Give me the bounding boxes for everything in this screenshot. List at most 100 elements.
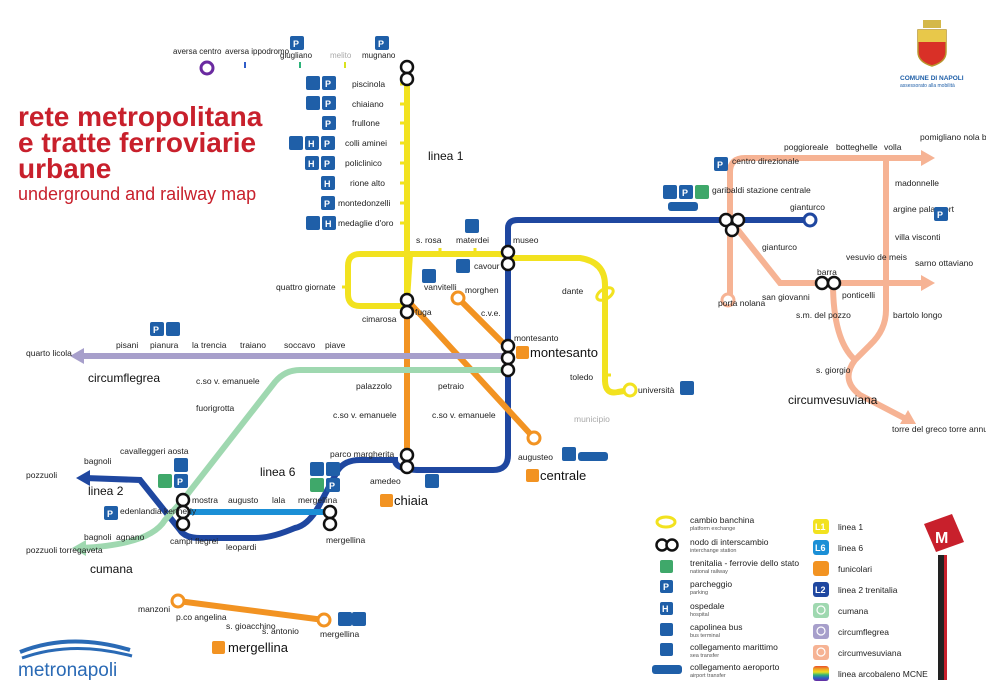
label-amedeo: amedeo — [370, 476, 401, 486]
label-torre: torre del greco torre annunziata pompei … — [892, 424, 986, 434]
label-gianturco-cv: gianturco — [762, 242, 797, 252]
label-quattro-giornate: quattro giornate — [276, 282, 336, 292]
parking-icon — [322, 76, 336, 90]
circumvesuviana-badge — [813, 645, 829, 660]
station-universita[interactable] — [622, 382, 638, 398]
cumana-badge — [813, 603, 829, 618]
logo-text: metronapoli — [18, 660, 117, 681]
station-labels: aversa centro aversa ippodromo giugliano… — [26, 47, 986, 655]
parking-icon — [322, 96, 336, 110]
label-policlinico: policlinico — [345, 158, 382, 168]
svg-text:P: P — [324, 159, 330, 169]
parking-icon — [104, 506, 118, 520]
label-fuga: fuga — [415, 307, 432, 317]
svg-text:ospedale: ospedale — [690, 601, 725, 611]
label-bagnoli2: bagnoli — [84, 532, 112, 542]
label-mergellina-funicolare: mergellina — [228, 640, 289, 655]
hospital-icon — [305, 156, 319, 170]
title-line-1: rete metropolitana — [18, 101, 263, 132]
mcne-badge — [813, 666, 829, 681]
label-cavour: cavour — [474, 261, 500, 271]
ship-icon — [352, 612, 366, 626]
bus-icon — [465, 219, 479, 233]
label-cavalleggeri: cavalleggeri aosta — [120, 446, 189, 456]
parking-icon — [375, 36, 389, 50]
label-universita: università — [638, 385, 675, 395]
station-aversa-centro[interactable] — [199, 60, 215, 76]
label-mugnano: mugnano — [362, 51, 396, 60]
svg-text:hospital: hospital — [690, 612, 709, 618]
railway-icon — [695, 185, 709, 199]
label-augusto: augusto — [228, 495, 259, 505]
linea1-badge — [813, 519, 829, 534]
svg-text:circumflegrea: circumflegrea — [838, 627, 889, 637]
label-pisani: pisani — [116, 340, 138, 350]
alibus-icon — [668, 202, 698, 211]
parking-icon — [322, 116, 336, 130]
svg-text:L6: L6 — [815, 543, 826, 553]
hospital-icon — [322, 216, 336, 230]
bus-icon — [289, 136, 303, 150]
svg-text:P: P — [177, 477, 183, 487]
parking-icon — [321, 196, 335, 210]
label-cumana: cumana — [90, 562, 133, 576]
label-pozzuoli: pozzuoli — [26, 470, 57, 480]
label-dante: dante — [562, 286, 584, 296]
railway-icon — [660, 560, 673, 573]
label-fuorigrotta: fuorigrotta — [196, 403, 235, 413]
line-2-arrow — [76, 470, 90, 486]
svg-text:linea arcobaleno MCNE: linea arcobaleno MCNE — [838, 669, 928, 679]
station-manzoni[interactable] — [170, 593, 186, 609]
label-s-rosa: s. rosa — [416, 235, 442, 245]
cumana-arrow — [72, 540, 86, 556]
label-soccavo: soccavo — [284, 340, 315, 350]
funicular-mergellina — [177, 598, 325, 623]
label-s-gioacchino: s. gioacchino — [226, 621, 276, 631]
cv-arrow-baiano — [921, 150, 935, 166]
label-circumflegrea: circumflegrea — [88, 371, 160, 385]
bus-icon — [174, 458, 188, 472]
bus-icon — [306, 96, 320, 110]
svg-text:linea 1: linea 1 — [838, 522, 863, 532]
title-line-3: urbane — [18, 153, 111, 184]
svg-text:collegamento marittimo: collegamento marittimo — [690, 642, 778, 652]
svg-text:parking: parking — [690, 590, 708, 596]
cv-baiano — [727, 155, 928, 220]
bus-icon — [425, 474, 439, 488]
alibus-icon — [578, 452, 608, 461]
station-porta-nolana[interactable] — [720, 292, 736, 308]
svg-text:P: P — [329, 481, 335, 491]
bus-icon — [306, 216, 320, 230]
svg-text:L2: L2 — [815, 585, 826, 595]
label-piave: piave — [325, 340, 346, 350]
svg-text:P: P — [107, 509, 113, 519]
funicular-icon — [516, 346, 529, 359]
station-mergellina-funicular[interactable] — [316, 612, 332, 628]
station-morghen[interactable] — [450, 290, 466, 306]
label-parco-margherita: parco margherita — [330, 449, 395, 459]
svg-text:bus terminal: bus terminal — [690, 633, 720, 639]
label-vanvitelli: vanvitelli — [424, 282, 457, 292]
label-pomigliano: pomigliano nola baiano — [920, 132, 986, 142]
label-centro-direzionale: centro direzionale — [732, 156, 799, 166]
parking-icon — [934, 207, 948, 221]
funicular-icon — [380, 494, 393, 507]
label-gianturco-l2: gianturco — [790, 202, 825, 212]
svg-text:trenitalia - ferrovie dello st: trenitalia - ferrovie dello stato — [690, 558, 799, 568]
label-montedonzelli: montedonzelli — [338, 198, 391, 208]
station-gianturco-l2[interactable] — [802, 212, 818, 228]
station-augusteo[interactable] — [526, 430, 542, 446]
label-piscinola: piscinola — [352, 79, 385, 89]
parking-icon — [660, 580, 673, 593]
interchange-nodes[interactable] — [175, 59, 842, 532]
rainbow-ticks — [244, 62, 346, 68]
linea2-badge — [813, 582, 829, 597]
svg-text:P: P — [293, 39, 299, 49]
label-lala: lala — [272, 495, 286, 505]
svg-text:airport transfer: airport transfer — [690, 673, 726, 679]
label-volla: volla — [884, 142, 902, 152]
label-la-trencia: la trencia — [192, 340, 227, 350]
label-mergellina-l2: mergellina — [326, 535, 365, 545]
hospital-icon — [305, 136, 319, 150]
